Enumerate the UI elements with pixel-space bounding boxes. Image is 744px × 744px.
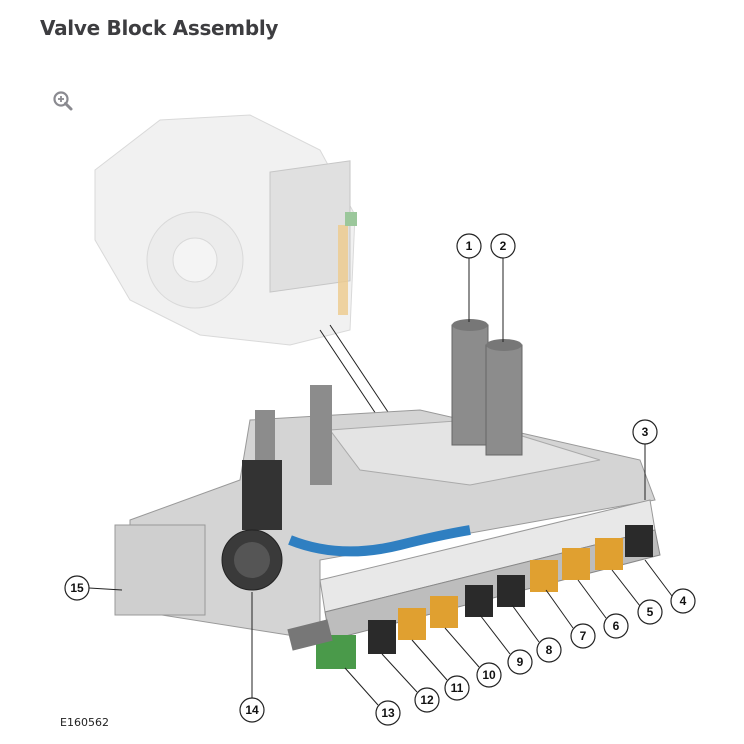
- callout-15: 15: [64, 575, 90, 601]
- callout-9: 9: [507, 649, 533, 675]
- svg-text:2: 2: [500, 239, 507, 253]
- callout-5: 5: [637, 599, 663, 625]
- svg-text:7: 7: [580, 629, 587, 643]
- transmission-ghost: [94, 114, 357, 346]
- valve-block: [114, 319, 661, 669]
- callout-13: 13: [375, 700, 401, 726]
- page-title: Valve Block Assembly: [40, 16, 279, 40]
- svg-text:13: 13: [381, 706, 395, 720]
- svg-text:8: 8: [546, 643, 553, 657]
- callout-12: 12: [414, 687, 440, 713]
- svg-text:11: 11: [451, 681, 464, 695]
- callout-8: 8: [536, 637, 562, 663]
- svg-text:14: 14: [245, 703, 259, 717]
- svg-text:3: 3: [642, 425, 649, 439]
- zoom-in-icon[interactable]: [52, 90, 74, 112]
- callout-3: 3: [632, 419, 658, 445]
- leader-lines: [88, 258, 673, 706]
- callout-1: 1: [456, 233, 482, 259]
- callout-10: 10: [476, 662, 502, 688]
- callout-11: 11: [444, 675, 470, 701]
- svg-text:1: 1: [466, 239, 473, 253]
- svg-text:12: 12: [420, 693, 434, 707]
- figure-code: E160562: [60, 716, 109, 729]
- svg-text:9: 9: [517, 655, 524, 669]
- svg-text:15: 15: [70, 581, 84, 595]
- callout-4: 4: [670, 588, 696, 614]
- svg-text:4: 4: [680, 594, 687, 608]
- svg-text:6: 6: [613, 619, 620, 633]
- callout-7: 7: [570, 623, 596, 649]
- svg-text:10: 10: [482, 668, 496, 682]
- callout-2: 2: [490, 233, 516, 259]
- callout-6: 6: [603, 613, 629, 639]
- callout-14: 14: [239, 697, 265, 723]
- svg-text:5: 5: [647, 605, 654, 619]
- callouts: 1 2 3 4 5 6 7 8 9 10 11 12 13 14 15: [64, 233, 696, 726]
